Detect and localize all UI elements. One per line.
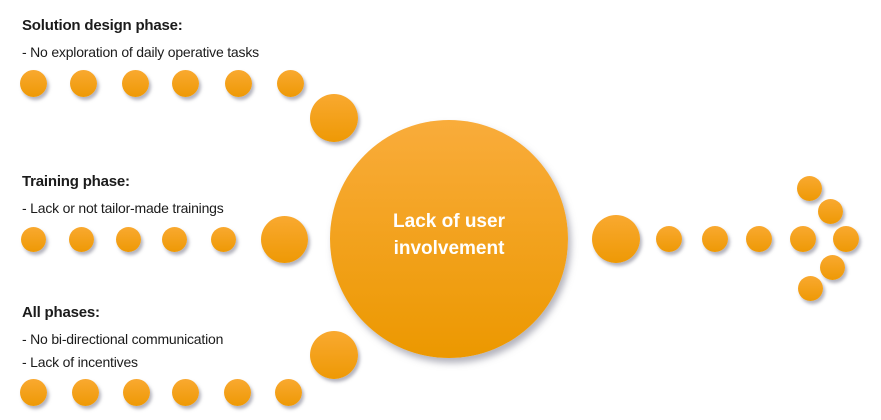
output-arrow-dot (796, 175, 822, 201)
training-heading: Training phase: (22, 173, 130, 190)
solution-design-dot (276, 69, 304, 97)
all-phases-dot (122, 378, 150, 406)
all-phases-bullet-1: - No bi-directional communication (22, 331, 224, 347)
all-phases-dot (274, 378, 302, 406)
solution-design-dot (121, 69, 149, 97)
training-dot (20, 226, 46, 252)
training-dot (68, 226, 94, 252)
center-circle-label: Lack of user involvement (393, 208, 505, 262)
all-phases-bullet-2: - Lack of incentives (22, 354, 138, 370)
solution-design-bullet: - No exploration of daily operative task… (22, 44, 259, 60)
output-arrow-dot (592, 215, 640, 263)
all-phases-dot (19, 378, 47, 406)
output-arrow-dot (817, 198, 843, 224)
solution-design-dot (224, 69, 252, 97)
solution-design-dot (69, 69, 97, 97)
training-dot (161, 226, 187, 252)
all-phases-dot (171, 378, 199, 406)
output-arrow-dot (656, 226, 682, 252)
output-arrow-dot (819, 254, 845, 280)
solution-design-dot (171, 69, 199, 97)
center-circle-label-line1: Lack of user (393, 211, 505, 232)
solution-design-dot (310, 94, 358, 142)
training-dot (260, 215, 308, 263)
section-solution-design: Solution design phase: - No exploration … (22, 16, 259, 61)
output-arrow-dot (746, 226, 772, 252)
center-circle-label-line2: involvement (393, 238, 505, 259)
output-arrow-dot (833, 226, 859, 252)
output-arrow-dot (702, 226, 728, 252)
all-phases-dot (223, 378, 251, 406)
training-dot (210, 226, 236, 252)
center-circle: Lack of user involvement (330, 120, 568, 358)
training-bullet: - Lack or not tailor-made trainings (22, 200, 224, 216)
section-all-phases: All phases: - No bi-directional communic… (22, 303, 223, 371)
section-training: Training phase: - Lack or not tailor-mad… (22, 172, 224, 217)
output-arrow-dot (790, 226, 816, 252)
solution-design-dot (19, 69, 47, 97)
all-phases-dot (71, 378, 99, 406)
output-arrow-dot (797, 275, 823, 301)
all-phases-heading: All phases: (22, 304, 100, 321)
all-phases-dot (310, 331, 358, 379)
solution-design-heading: Solution design phase: (22, 17, 183, 34)
training-dot (115, 226, 141, 252)
